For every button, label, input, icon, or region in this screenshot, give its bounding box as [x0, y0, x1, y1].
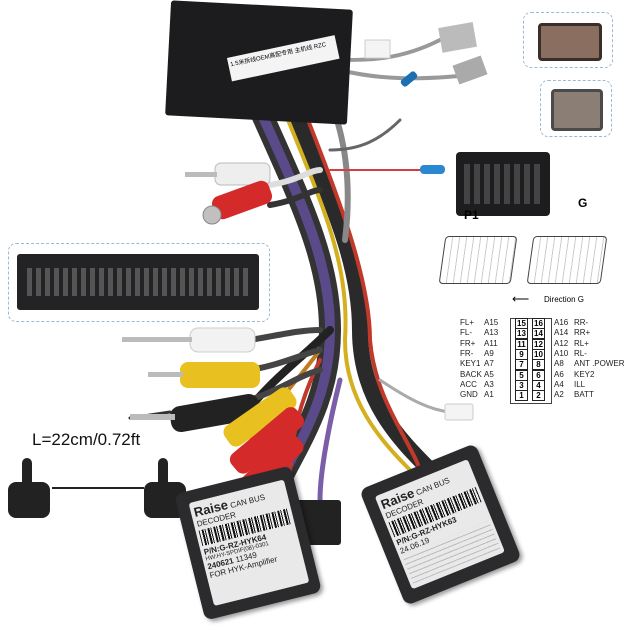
pin-signal-label: ILL — [574, 379, 586, 389]
iso-connector-black — [456, 152, 550, 216]
connector-drawing-p1 — [438, 236, 518, 284]
pin-id-label: A2 — [554, 390, 564, 400]
hand-pointing-icon-left — [6, 458, 52, 520]
connector-drawing-g — [526, 236, 608, 284]
pin-id-label: A13 — [484, 328, 499, 338]
box-sticker: 1.5米拆线OEM高配专用 主机线 RZC — [226, 35, 340, 82]
pin-signal-label: RL- — [574, 348, 587, 358]
pin-id-label: A15 — [484, 318, 499, 327]
pin-signal-label: RL+ — [574, 338, 589, 348]
pin-signal-label: BACK — [460, 369, 482, 379]
pin-id-label: A5 — [484, 369, 494, 379]
pin-signal-label: FL+ — [460, 318, 475, 327]
label-p1: P1 — [464, 208, 479, 222]
pin-signal-label: KEY1 — [460, 359, 481, 369]
length-label: L=22cm/0.72ft — [32, 430, 141, 449]
pin-id-label: A9 — [484, 348, 494, 358]
label-g: G — [578, 196, 588, 210]
pin-id-label: A12 — [554, 338, 569, 348]
main-harness-box: 1.5米拆线OEM高配专用 主机线 RZC — [165, 0, 353, 125]
pin-id-label: A7 — [484, 359, 494, 369]
pin-id-label: A6 — [554, 369, 564, 379]
pin-signal-label: RR+ — [574, 328, 591, 338]
pin-id-label: A10 — [554, 348, 569, 358]
pin-id-label: A1 — [484, 390, 494, 400]
pin-id-label: A8 — [554, 359, 564, 369]
pin-id-label: A14 — [554, 328, 569, 338]
pin-signal-label: BATT — [574, 390, 594, 400]
connector-inset-left — [8, 243, 270, 322]
pin-signal-label: GND — [460, 390, 478, 400]
length-line — [52, 487, 144, 489]
pin-signal-label: KEY2 — [574, 369, 595, 379]
pin-signal-label: RR- — [574, 318, 589, 327]
pin-number: 2 — [532, 390, 545, 402]
connector-inset-2 — [540, 80, 612, 137]
pin-signal-label: FR- — [460, 348, 474, 358]
rca-plugs — [122, 22, 488, 545]
pin-number: 1 — [515, 390, 528, 402]
pin-signal-label: ACC — [460, 379, 477, 389]
direction-label: Direction G — [544, 295, 585, 304]
pin-id-label: A11 — [484, 338, 498, 348]
connector-inset-1 — [523, 12, 613, 68]
pin-signal-label: FL- — [460, 328, 472, 338]
pin-id-label: A16 — [554, 318, 569, 327]
direction-arrow-icon: ⟵ — [512, 292, 530, 306]
pin-signal-label: FR+ — [460, 338, 476, 348]
pin-signal-label: ANT .POWER — [574, 359, 625, 369]
pin-id-label: A4 — [554, 379, 564, 389]
pin-id-label: A3 — [484, 379, 494, 389]
